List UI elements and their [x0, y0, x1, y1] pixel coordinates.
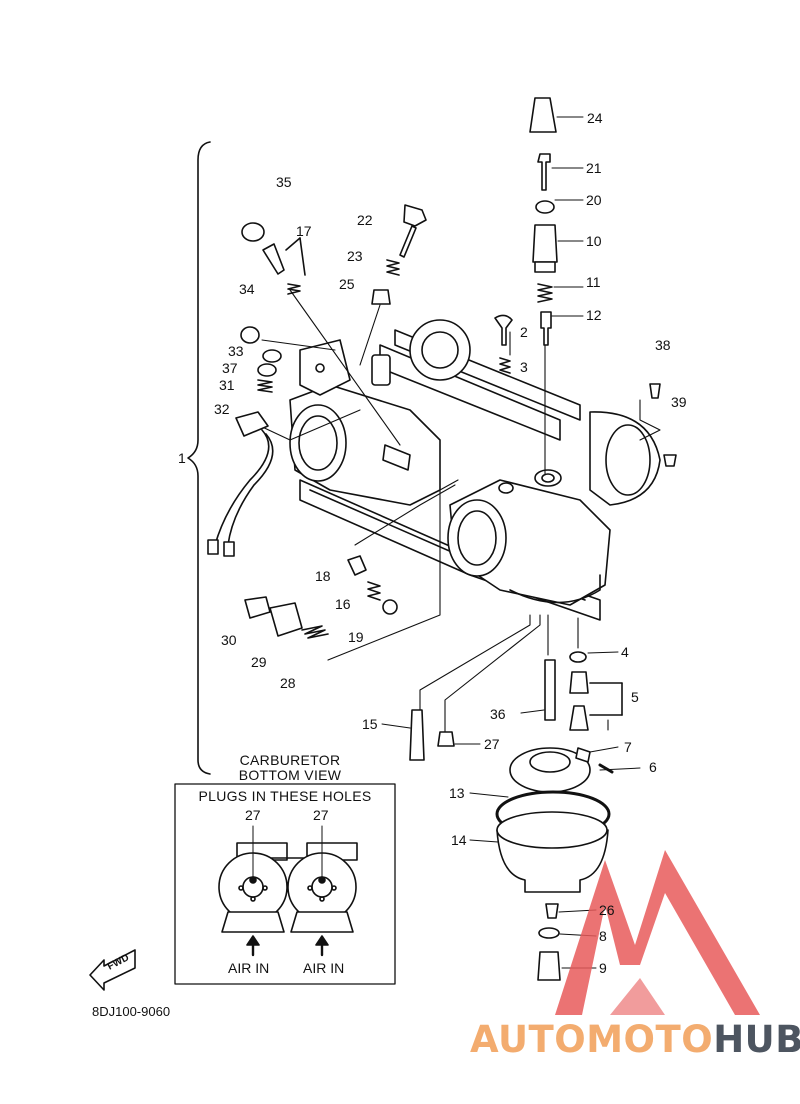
front-air-horn [589, 411, 661, 506]
inset-plug-left: 27 [245, 807, 261, 823]
callout-17: 17 [296, 223, 312, 239]
part-11-spring [537, 283, 553, 303]
part-9-plug [537, 951, 561, 981]
part-25 [371, 289, 391, 305]
watermark-text-automoto: AUTOMOTO [470, 1018, 714, 1061]
part-5-jet-b [569, 705, 589, 731]
leader-lines [257, 289, 661, 736]
part-5-jet-a [569, 671, 589, 694]
callout-8: 8 [599, 928, 607, 944]
part-34-cap [240, 326, 260, 344]
part-2-screw [494, 314, 513, 346]
part-38-screw [649, 383, 661, 399]
part-36-tube [544, 659, 556, 721]
callout-5: 5 [631, 689, 639, 705]
part-10 [532, 224, 558, 263]
part-39-screw [663, 454, 677, 467]
part-29 [269, 602, 303, 637]
callout-21: 21 [586, 160, 602, 176]
callout-13: 13 [449, 785, 465, 801]
callout-25: 25 [339, 276, 355, 292]
callout-15: 15 [362, 716, 378, 732]
callout-24: 24 [587, 110, 603, 126]
callout-2: 2 [520, 324, 528, 340]
part-12-needle [540, 311, 552, 346]
callout-20: 20 [586, 192, 602, 208]
part-35-cap [241, 222, 265, 242]
inset-heading: PLUGS IN THESE HOLES [198, 788, 372, 804]
rear-air-horn [409, 319, 471, 381]
callout-37: 37 [222, 360, 238, 376]
callout-16: 16 [335, 596, 351, 612]
part-21 [537, 153, 551, 191]
callout-31: 31 [219, 377, 235, 393]
inset-title-line2: BOTTOM VIEW [238, 767, 342, 783]
part-6-pin [598, 763, 614, 774]
part-33-washer [262, 349, 282, 363]
part-3-spring [499, 357, 511, 374]
callout-29: 29 [251, 654, 267, 670]
carburetor-assembly [289, 319, 661, 621]
part-20 [535, 200, 555, 214]
callout-19: 19 [348, 629, 364, 645]
inset-title-line1: CARBURETOR [239, 752, 341, 768]
callout-38: 38 [655, 337, 671, 353]
callout-23: 23 [347, 248, 363, 264]
callout-6: 6 [649, 759, 657, 775]
callout-22: 22 [357, 212, 373, 228]
part-26-screw [545, 903, 559, 919]
watermark-text: AUTOMOTOHUB [470, 1018, 800, 1061]
callout-18: 18 [315, 568, 331, 584]
callout-9: 9 [599, 960, 607, 976]
callout-39: 39 [671, 394, 687, 410]
callout-35: 35 [276, 174, 292, 190]
watermark-text-hub: HUB [713, 1018, 800, 1061]
callout-7: 7 [624, 739, 632, 755]
part-18-screw [347, 555, 367, 576]
part-32-sensor [235, 411, 269, 437]
callout-36: 36 [490, 706, 506, 722]
callout-11: 11 [586, 274, 601, 290]
callout-14: 14 [451, 832, 467, 848]
assembly-bracket [187, 141, 211, 775]
callout-30: 30 [221, 632, 237, 648]
part-15-jet [409, 709, 425, 761]
callout-3: 3 [520, 359, 528, 375]
air-in-left: AIR IN [228, 960, 270, 976]
part-24-cap [529, 97, 557, 133]
part-4-washer [569, 651, 587, 663]
callout-10: 10 [586, 233, 602, 249]
part-23-spring [386, 259, 400, 276]
diagram-code: 8DJ100-9060 [92, 1004, 171, 1019]
callout-33: 33 [228, 343, 244, 359]
part-30 [244, 596, 271, 619]
part-8-washer [538, 927, 560, 939]
callout-12: 12 [586, 307, 602, 323]
watermark-logo [555, 850, 760, 1015]
fwd-arrow [89, 949, 136, 991]
callout-1: 1 [178, 450, 186, 466]
part-16-spring [367, 581, 381, 601]
part-31-spring [257, 379, 273, 393]
inset-bottom-view [174, 783, 396, 985]
part-19 [382, 599, 398, 615]
callout-28: 28 [280, 675, 296, 691]
part-27-plug [437, 731, 455, 747]
part-37 [257, 363, 277, 377]
front-carb-bore [447, 499, 507, 577]
part-17-screw [262, 243, 285, 275]
inset-plug-right: 27 [313, 807, 329, 823]
air-in-right: AIR IN [303, 960, 345, 976]
callout-34: 34 [239, 281, 255, 297]
callout-4: 4 [621, 644, 629, 660]
part-22-screw [403, 204, 427, 227]
callout-32: 32 [214, 401, 230, 417]
part-28-spring [301, 625, 329, 639]
callout-27: 27 [484, 736, 500, 752]
callout-26: 26 [599, 902, 615, 918]
